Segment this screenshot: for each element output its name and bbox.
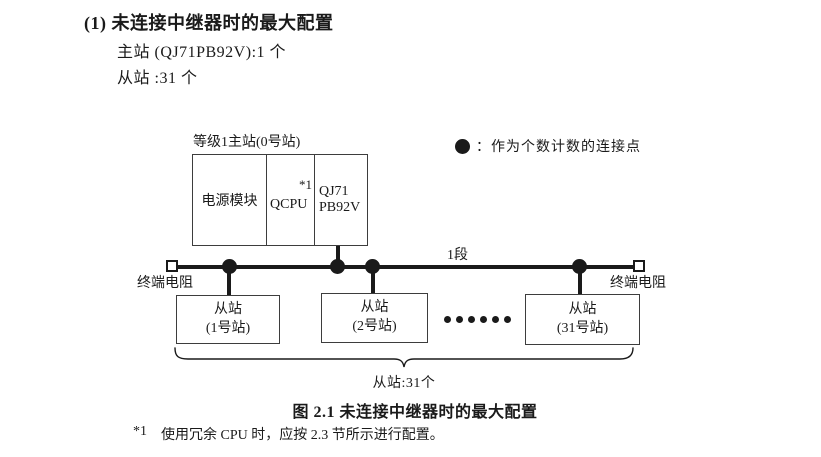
slave-name: 从站 — [568, 301, 597, 317]
footnote-text: 使用冗余 CPU 时，应按 2.3 节所示进行配置。 — [161, 428, 444, 443]
legend: ：作为个数计数的连接点 — [455, 136, 641, 156]
pb92v-line2: PB92V — [319, 200, 361, 215]
master-drop-line — [336, 246, 340, 267]
master-station-label: 等级1主站(0号站) — [193, 135, 301, 150]
cpu-cell: *1 QCPU — [266, 155, 314, 245]
slave-station-number: (2号站) — [352, 319, 397, 334]
slave-station-number: (31号站) — [556, 320, 609, 336]
slave-name: 从站 — [360, 300, 389, 316]
master-count-line: 主站 (QJ71PB92V):1 个 — [117, 44, 287, 61]
footnote: *1 使用冗余 CPU 时，应按 2.3 节所示进行配置。 — [133, 424, 444, 444]
footnote-marker: *1 — [133, 424, 147, 439]
slaves-brace — [174, 347, 634, 368]
slave2-drop-line — [371, 267, 375, 294]
slave-total-label: 从站:31个 — [372, 376, 436, 391]
ellipsis-dots — [444, 316, 511, 323]
legend-text: ：作为个数计数的连接点 — [476, 140, 641, 155]
terminating-resistor-left-icon — [166, 260, 178, 272]
figure-caption: 图 2.1 未连接中继器时的最大配置 — [292, 404, 538, 421]
footnote-reference: *1 — [299, 177, 312, 192]
terminator-right-label: 终端电阻 — [610, 276, 666, 291]
slave-name: 从站 — [214, 301, 242, 317]
slave-station-number: (1号站) — [205, 320, 251, 336]
slave-count-line: 从站 :31 个 — [117, 70, 198, 87]
pb92v-module-cell: QJ71 PB92V — [314, 155, 367, 245]
connection-point — [365, 259, 380, 274]
pb92v-line1: QJ71 — [319, 183, 349, 199]
cpu-label: QCPU — [270, 197, 308, 212]
terminator-left-label: 终端电阻 — [137, 276, 193, 291]
slave31-drop-line — [578, 267, 582, 294]
bus-line — [173, 265, 639, 269]
segment-label: 1段 — [447, 248, 468, 263]
connection-point — [330, 259, 345, 274]
slave-station-box: 从站 (2号站) — [321, 293, 428, 343]
section-heading: (1) 未连接中继器时的最大配置 — [84, 13, 334, 33]
connection-point — [222, 259, 237, 274]
connection-point-icon — [455, 138, 470, 154]
master-station-box: 电源模块 *1 QCPU QJ71 PB92V — [192, 154, 368, 246]
slave1-drop-line — [227, 267, 231, 296]
power-module-cell: 电源模块 — [201, 194, 258, 209]
terminating-resistor-right-icon — [633, 260, 645, 272]
connection-point — [572, 259, 587, 274]
slave-station-box: 从站 (1号站) — [176, 295, 280, 344]
slave-station-box: 从站 (31号站) — [525, 294, 640, 345]
